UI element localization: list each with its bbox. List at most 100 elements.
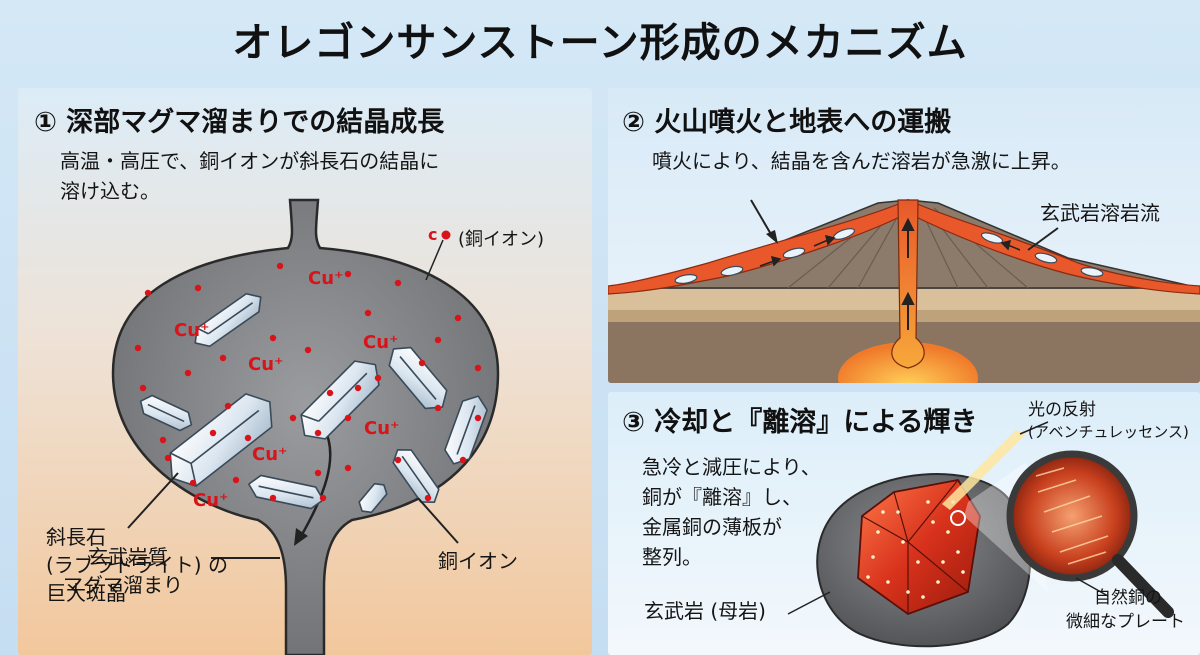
feldspar-crystal [358, 482, 388, 514]
copper-ion-dot [244, 434, 252, 442]
legend-leader [425, 239, 444, 281]
copper-ion-dot [319, 494, 327, 502]
host-rock-leader [787, 591, 831, 615]
legend-dot [441, 230, 451, 240]
feldspar-crystal [139, 394, 193, 432]
sparkle-dot [901, 540, 905, 544]
main-title: オレゴンサンストーン形成のメカニズム [232, 20, 968, 66]
lava-flow-leader [1027, 227, 1059, 251]
sparkle-dot [936, 580, 940, 584]
volcano-diagram [608, 199, 1200, 383]
sparkle-dot [926, 500, 930, 504]
light-ray [942, 430, 1026, 510]
copper-ion-leader-line [417, 497, 459, 544]
cu-ion-label: Cu⁺ [174, 320, 210, 341]
magma-chamber-diagram: Cu⁺ Cu⁺ Cu⁺ Cu⁺ Cu⁺ Cu⁺ Cu⁺ c [111, 198, 500, 655]
legend-symbol: c [428, 225, 437, 244]
sparkle-dot [931, 520, 935, 524]
copper-ion-dot [424, 494, 432, 502]
copper-ion-dot [159, 436, 167, 444]
copper-ion-dot [304, 346, 312, 354]
copper-ion-dot [224, 402, 232, 410]
copper-ion-dots [134, 262, 482, 502]
sparkle-dot [886, 580, 890, 584]
copper-ion-dot [276, 262, 284, 270]
cu-ion-label: Cu⁺ [193, 490, 229, 511]
copper-ion-dot [184, 369, 192, 377]
feldspar-crystal [169, 393, 273, 487]
copper-ion-dot [189, 479, 197, 487]
label-feldspar-line3: 巨大斑晶 [46, 581, 126, 605]
feldspar-crystal [392, 448, 440, 504]
label-feldspar-line1: 斜長石 [46, 525, 106, 549]
panel3-text-line3: 金属銅の薄板が [642, 515, 782, 539]
feldspar-crystal [194, 292, 262, 348]
copper-ion-dot [269, 334, 277, 342]
lava-flow-left [608, 199, 909, 295]
label-platelets-line1: 自然銅の [1094, 588, 1162, 608]
copper-ion-dot [289, 414, 297, 422]
cu-ion-label: Cu⁺ [364, 418, 400, 439]
label-magma-line2: マグマ溜まり [63, 573, 183, 597]
magnifier-lens [1006, 450, 1138, 582]
reflection-leader [1019, 421, 1049, 435]
feldspar-crystal [388, 346, 448, 410]
panel1-title: ① 深部マグマ溜まりでの結晶成長 [34, 107, 445, 138]
label-reflection-line1: 光の反射 [1028, 400, 1096, 420]
label-platelets-line2: 微細なプレート [1066, 612, 1185, 632]
copper-ion-dot [354, 384, 362, 392]
panel-exsolution: ③ 冷却と『離溶』による輝き 急冷と減圧により、 銅が『離溶』し、 金属銅の薄板… [608, 392, 1200, 655]
copper-ion-dot [344, 414, 352, 422]
panel3-title: ③ 冷却と『離溶』による輝き [622, 407, 978, 438]
label-copper-ion: 銅イオン [438, 549, 518, 573]
copper-ion-dot [454, 314, 462, 322]
pointer-arrow [750, 199, 773, 237]
lava-flow-right [907, 199, 1200, 295]
label-lava-flow: 玄武岩溶岩流 [1040, 201, 1160, 225]
copper-ion-dot [434, 404, 442, 412]
label-magma-line1: 玄武岩質 [88, 545, 168, 569]
panel-eruption: ② 火山噴火と地表への運搬 噴火により、結晶を含んだ溶岩が急激に上昇。 [608, 88, 1200, 383]
panel1-text-line2: 溶け込む。 [60, 179, 160, 203]
panel2-title: ② 火山噴火と地表への運搬 [622, 107, 952, 138]
label-feldspar-line2: (ラブラドライト) の [46, 553, 228, 577]
copper-ion-dot [374, 374, 382, 382]
cu-ion-label: Cu⁺ [252, 444, 288, 465]
copper-ion-dot [194, 284, 202, 292]
cu-ion-label: Cu⁺ [363, 332, 399, 353]
magnifier-handle [1112, 554, 1174, 618]
copper-ion-dot [219, 354, 227, 362]
copper-ion-dot [474, 414, 482, 422]
label-host-rock: 玄武岩 (母岩) [644, 599, 766, 623]
sparkle-dot [896, 510, 900, 514]
sparkle-dot [921, 595, 925, 599]
copper-ion-dot [232, 476, 240, 484]
sparkle-dot [961, 570, 965, 574]
copper-ion-dot [326, 389, 334, 397]
copper-ion-dot [344, 270, 352, 278]
feldspar-leader-line [127, 472, 179, 529]
panel3-text-line4: 整列。 [642, 545, 702, 569]
feldspar-crystal [444, 395, 488, 465]
copper-ion-dot [459, 456, 467, 464]
panel-crystal-growth: ① 深部マグマ溜まりでの結晶成長 高温・高圧で、銅イオンが斜長石の結晶に 溶け込… [18, 88, 592, 655]
sparkle-dot [871, 555, 875, 559]
cu-ion-label: Cu⁺ [308, 268, 344, 289]
panel3-text-line2: 銅が『離溶』し、 [642, 485, 802, 509]
copper-ion-dot [209, 429, 217, 437]
legend-label: (銅イオン) [458, 229, 545, 250]
sparkle-dot [916, 560, 920, 564]
copper-ion-dot [364, 309, 372, 317]
panel1-text-line1: 高温・高圧で、銅イオンが斜長石の結晶に [60, 149, 440, 173]
sunstone-diagram [787, 421, 1174, 648]
copper-ion-dot [134, 344, 142, 352]
sparkle-dot [906, 590, 910, 594]
sparkle-dot [876, 530, 880, 534]
platelets-leader [1075, 577, 1109, 597]
panel2-text-line1: 噴火により、結晶を含んだ溶岩が急激に上昇。 [652, 149, 1071, 173]
panel3-text-line1: 急冷と減圧により、 [642, 455, 821, 479]
copper-ion-dot [394, 279, 402, 287]
copper-ion-dot [418, 359, 426, 367]
downflow-arrowhead [294, 528, 308, 546]
copper-ion-dot [314, 429, 322, 437]
